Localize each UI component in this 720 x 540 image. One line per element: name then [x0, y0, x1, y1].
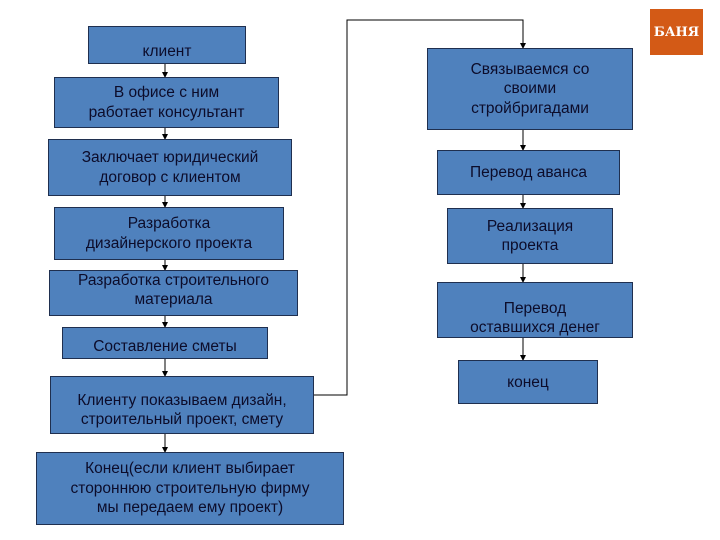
logo-text: БАНЯ: [653, 24, 700, 40]
step-final-payment: Перевод оставшихся денег: [437, 282, 633, 338]
step-consultant: В офисе с ним работает консультант: [54, 77, 279, 128]
step-end-external: Конец(если клиент выбирает стороннюю стр…: [36, 452, 344, 525]
step-brigades: Связываемся со своими стройбригадами: [427, 48, 633, 130]
step-advance: Перевод аванса: [437, 150, 620, 195]
logo: БАНЯ: [650, 9, 703, 55]
step-materials: Разработка строительного материала: [49, 270, 298, 316]
step-client: клиент: [88, 26, 246, 64]
step-presentation: Клиенту показываем дизайн, строительный …: [50, 376, 314, 434]
step-design: Разработка дизайнерского проекта: [54, 207, 284, 260]
cross-arrow: [314, 19, 526, 396]
step-contract: Заключает юридический договор с клиентом: [48, 139, 292, 196]
step-implementation: Реализация проекта: [447, 208, 613, 264]
step-end: конец: [458, 360, 598, 404]
step-estimate: Составление сметы: [62, 327, 268, 359]
